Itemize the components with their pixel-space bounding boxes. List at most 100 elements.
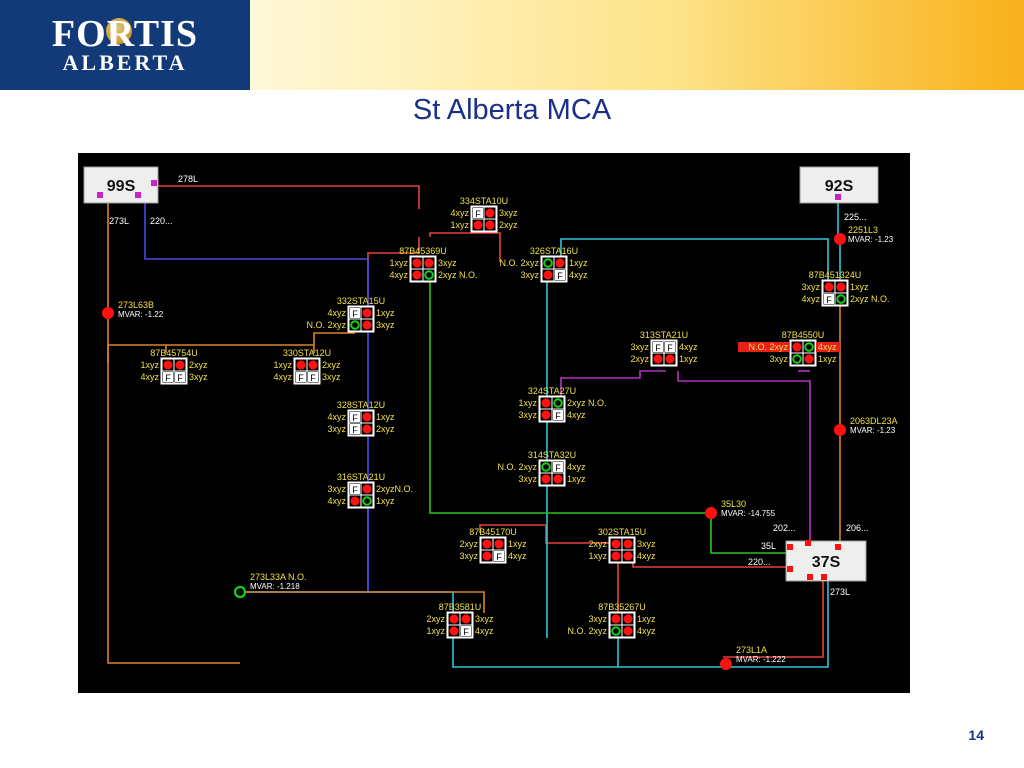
closed-breaker-icon[interactable] [623, 539, 633, 549]
closed-breaker-icon[interactable] [623, 551, 633, 561]
closed-breaker-icon[interactable] [494, 539, 504, 549]
closed-breaker-icon[interactable] [836, 282, 846, 292]
closed-breaker-icon[interactable] [541, 398, 551, 408]
substation-92s[interactable]: 92S225... [799, 166, 879, 222]
closed-breaker-icon[interactable] [424, 258, 434, 268]
fuse-box-icon[interactable] [350, 412, 360, 422]
fuse-box-icon[interactable] [308, 372, 318, 382]
closed-breaker-icon[interactable] [623, 626, 633, 636]
closed-breaker-icon[interactable] [175, 360, 185, 370]
open-breaker-icon[interactable] [362, 496, 372, 506]
closed-breaker-icon[interactable] [543, 270, 553, 280]
closed-breaker-icon[interactable] [308, 360, 318, 370]
closed-breaker-icon[interactable] [163, 360, 173, 370]
closed-breaker-icon[interactable] [665, 354, 675, 364]
fuse-box-icon[interactable] [824, 294, 834, 304]
closed-breaker-icon[interactable] [449, 626, 459, 636]
open-breaker-icon[interactable] [350, 320, 360, 330]
closed-point-icon[interactable] [720, 658, 732, 670]
fuse-box-icon[interactable] [555, 270, 565, 280]
line-point-273l33a[interactable]: 273L33A N.O.MVAR: -1.218 [233, 572, 307, 599]
closed-breaker-icon[interactable] [473, 220, 483, 230]
open-breaker-icon[interactable] [792, 354, 802, 364]
closed-breaker-icon[interactable] [449, 614, 459, 624]
open-point-icon[interactable] [233, 585, 247, 599]
closed-breaker-icon[interactable] [485, 208, 495, 218]
open-breaker-icon[interactable] [804, 342, 814, 352]
closed-breaker-icon[interactable] [611, 551, 621, 561]
open-breaker-icon[interactable] [541, 462, 551, 472]
closed-breaker-icon[interactable] [541, 474, 551, 484]
closed-breaker-icon[interactable] [362, 484, 372, 494]
fuse-box-icon[interactable] [665, 342, 675, 352]
closed-breaker-icon[interactable] [824, 282, 834, 292]
closed-breaker-icon[interactable] [611, 539, 621, 549]
open-breaker-icon[interactable] [553, 398, 563, 408]
closed-breaker-icon[interactable] [653, 354, 663, 364]
closed-point-icon[interactable] [705, 507, 717, 519]
closed-breaker-icon[interactable] [541, 410, 551, 420]
closed-breaker-icon[interactable] [482, 539, 492, 549]
closed-breaker-icon[interactable] [362, 424, 372, 434]
closed-breaker-icon[interactable] [792, 342, 802, 352]
open-breaker-icon[interactable] [543, 258, 553, 268]
closed-breaker-icon[interactable] [623, 614, 633, 624]
fuse-box-icon[interactable] [473, 208, 483, 218]
closed-breaker-icon[interactable] [804, 354, 814, 364]
closed-breaker-icon[interactable] [553, 474, 563, 484]
fuse-box-icon[interactable] [350, 424, 360, 434]
closed-breaker-icon[interactable] [485, 220, 495, 230]
closed-breaker-icon[interactable] [412, 270, 422, 280]
closed-breaker-icon[interactable] [482, 551, 492, 561]
open-breaker-icon[interactable] [611, 626, 621, 636]
closed-breaker-icon[interactable] [461, 614, 471, 624]
closed-point-icon[interactable] [834, 424, 846, 436]
fuse-box-icon[interactable] [296, 372, 306, 382]
fuse-box-icon[interactable] [494, 551, 504, 561]
open-breaker-icon[interactable] [424, 270, 434, 280]
fuse-box-icon[interactable] [175, 372, 185, 382]
fuse-box-icon[interactable] [553, 462, 563, 472]
closed-breaker-icon[interactable] [362, 308, 372, 318]
closed-point-icon[interactable] [834, 233, 846, 245]
closed-breaker-icon[interactable] [362, 320, 372, 330]
closed-breaker-icon[interactable] [296, 360, 306, 370]
fuse-box-icon[interactable] [163, 372, 173, 382]
fuse-box-icon[interactable] [653, 342, 663, 352]
closed-breaker-icon[interactable] [350, 496, 360, 506]
closed-point-icon[interactable] [102, 307, 114, 319]
fuse-box-icon[interactable] [553, 410, 563, 420]
closed-breaker-icon[interactable] [611, 614, 621, 624]
fuse-box-icon[interactable] [461, 626, 471, 636]
closed-breaker-icon[interactable] [555, 258, 565, 268]
closed-breaker-icon[interactable] [412, 258, 422, 268]
open-breaker-icon[interactable] [836, 294, 846, 304]
fuse-box-icon[interactable] [350, 484, 360, 494]
fuse-box-icon[interactable] [350, 308, 360, 318]
closed-breaker-icon[interactable] [362, 412, 372, 422]
